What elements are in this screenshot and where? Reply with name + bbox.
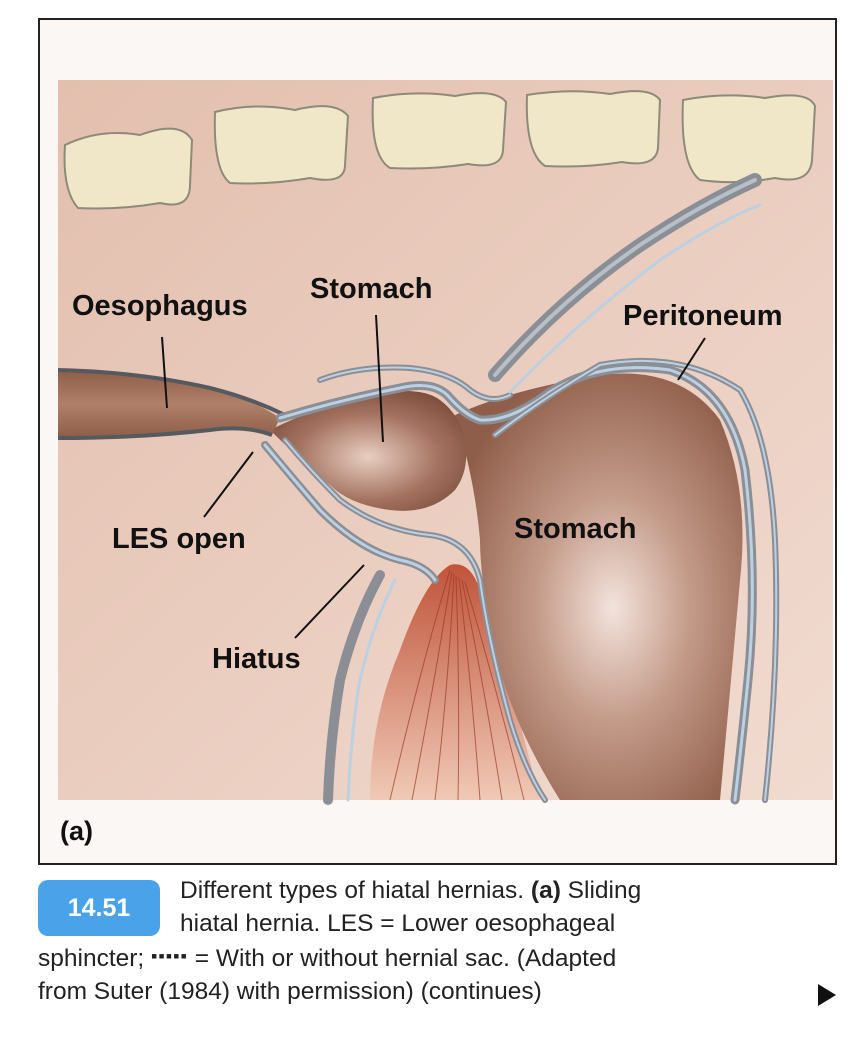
caption-text: sphincter;: [38, 945, 152, 972]
vertebrae: [63, 90, 817, 210]
peritoneum-membrane: [261, 173, 780, 805]
leader-stomach-upper: [375, 314, 384, 443]
caption-panel-ref: (a): [530, 877, 561, 904]
leader-lines: [161, 314, 706, 639]
hiatal-hernia-illustration: Oesophagus Stomach Peritoneum LES open S…: [57, 80, 833, 805]
leader-hiatus: [294, 564, 365, 639]
vertebra-4: [525, 90, 662, 168]
caption-line-4: from Suter (1984) with permission) (cont…: [38, 978, 542, 1005]
caption-line-2: hiatal hernia. LES = Lower oesophageal: [180, 910, 616, 937]
label-oesophagus: Oesophagus: [72, 290, 248, 322]
figure-frame: Oesophagus Stomach Peritoneum LES open S…: [38, 18, 837, 865]
label-stomach-main: Stomach: [514, 513, 636, 545]
figure-number-badge: 14.51: [38, 880, 160, 936]
panel-letter: (a): [60, 816, 93, 846]
figure-caption: Different types of hiatal hernias. (a) S…: [38, 874, 828, 1008]
label-hiatus: Hiatus: [212, 643, 301, 675]
leader-les-open: [203, 451, 254, 518]
herniated-stomach: [270, 391, 467, 511]
caption-text: = With or without hernial sac. (Adapted: [187, 945, 617, 972]
oesophagus-tube: [58, 370, 280, 438]
vertebra-1: [63, 127, 194, 210]
stomach-main-body: [455, 373, 743, 800]
leader-peritoneum: [677, 337, 706, 381]
caption-text: Sliding: [560, 877, 642, 904]
label-peritoneum: Peritoneum: [623, 300, 783, 332]
diaphragm-crus: [370, 564, 540, 801]
label-stomach-upper: Stomach: [310, 273, 432, 305]
vertebra-2: [213, 105, 350, 185]
leader-oesophagus: [161, 336, 168, 409]
caption-line-1: Different types of hiatal hernias. (a) S…: [38, 874, 828, 907]
caption-text: Different types of hiatal hernias.: [180, 877, 531, 904]
caption-line-3: sphincter; ▪▪▪▪▪ = With or without herni…: [38, 940, 828, 975]
continue-arrow-icon[interactable]: [818, 984, 836, 1006]
vertebra-5: [681, 94, 817, 184]
vertebra-3: [371, 92, 508, 170]
dotted-line-symbol: ▪▪▪▪▪: [151, 946, 188, 966]
label-les-open: LES open: [112, 523, 246, 555]
